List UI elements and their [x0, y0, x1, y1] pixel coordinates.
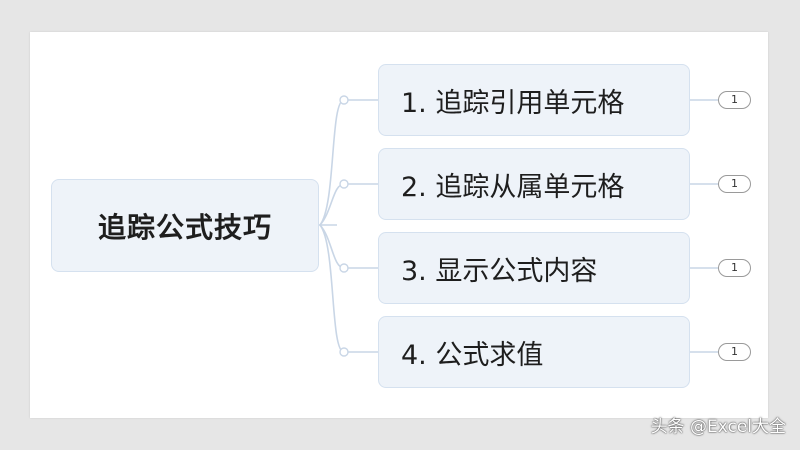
branch-label: 2. 追踪从属单元格 — [401, 171, 625, 203]
branch-label: 1. 追踪引用单元格 — [401, 87, 625, 119]
root-topic-label: 追踪公式技巧 — [97, 210, 272, 244]
branch-node-evaluate-formula[interactable]: 4. 公式求值 — [378, 316, 690, 388]
watermark-text: 头条 @Excel大全 — [650, 417, 786, 437]
branch-node-trace-dependents[interactable]: 2. 追踪从属单元格 — [378, 148, 690, 220]
branch-node-trace-precedents[interactable]: 1. 追踪引用单元格 — [378, 64, 690, 136]
collapsed-count-badge[interactable]: 1 — [718, 175, 751, 193]
branch-label: 3. 显示公式内容 — [401, 255, 598, 287]
root-topic-node[interactable]: 追踪公式技巧 — [51, 179, 319, 272]
collapsed-count-badge[interactable]: 1 — [718, 91, 751, 109]
collapsed-count-badge[interactable]: 1 — [718, 343, 751, 361]
branch-label: 4. 公式求值 — [401, 339, 544, 371]
collapsed-count-badge[interactable]: 1 — [718, 259, 751, 277]
branch-node-show-formulas[interactable]: 3. 显示公式内容 — [378, 232, 690, 304]
